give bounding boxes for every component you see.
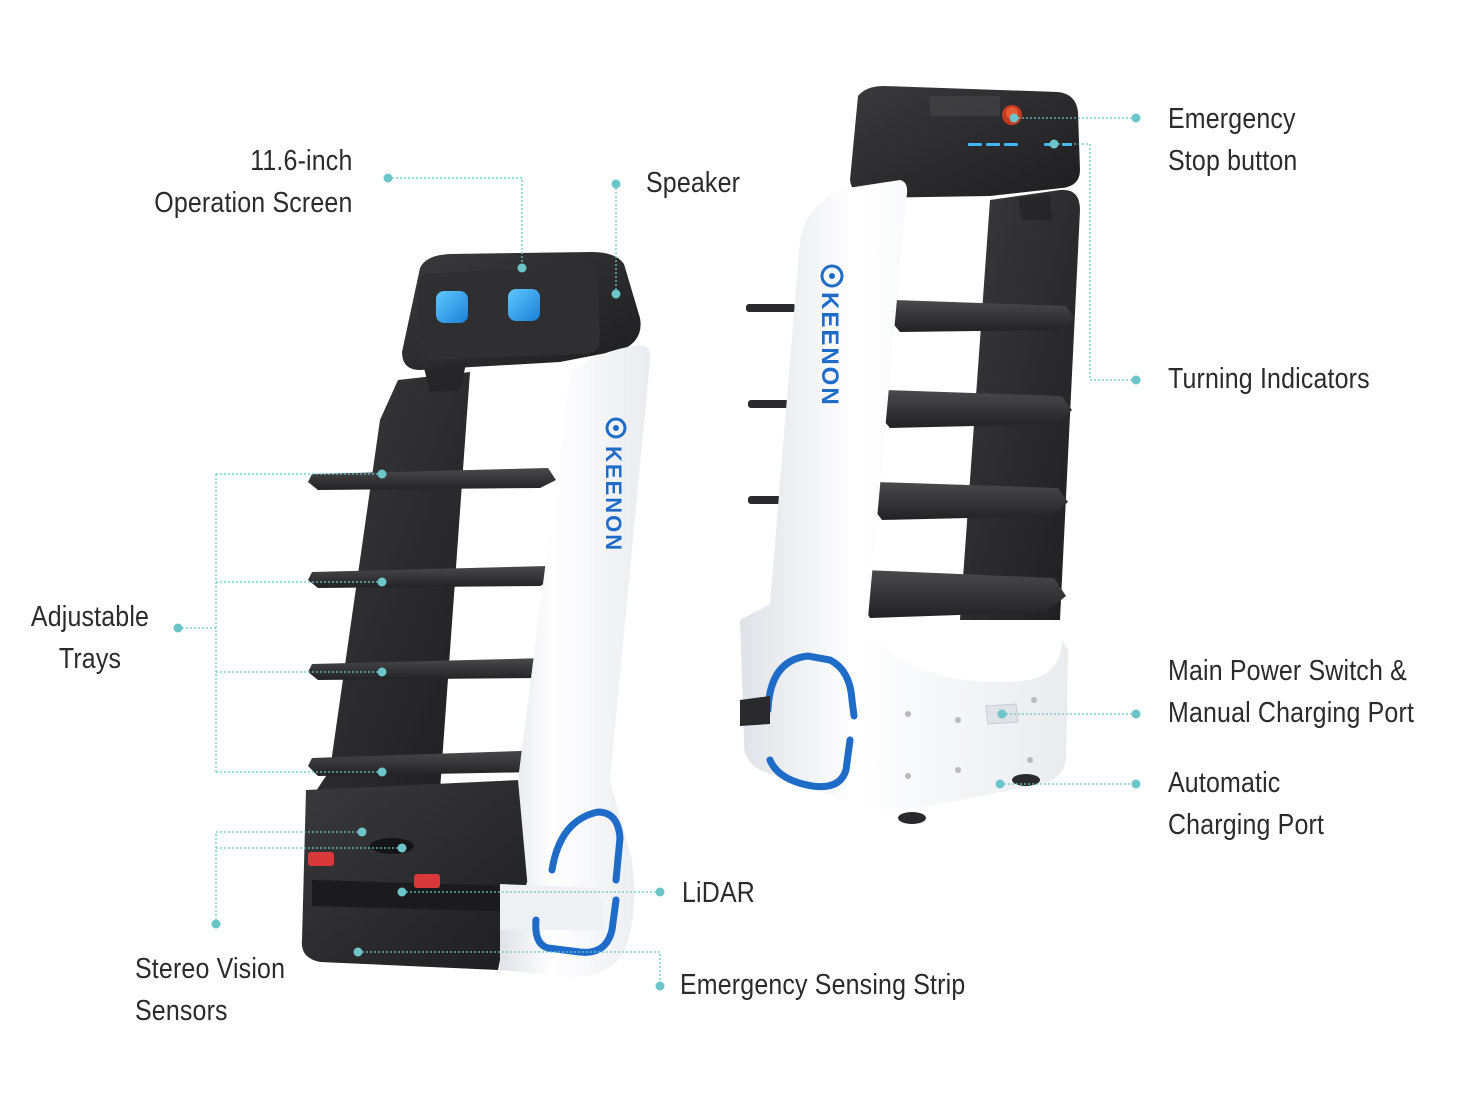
leader-dots: [173, 113, 1141, 991]
label-operation-screen-line2: Operation Screen: [153, 187, 352, 219]
front-robot-white-base: [500, 884, 604, 930]
leader-stereo-vision: [215, 831, 402, 924]
front-brand-text: KEENON: [601, 446, 626, 552]
leader-lines: [178, 117, 1136, 986]
leader-turning-indicators: [1054, 143, 1136, 381]
label-stereo-vision-sensors: Stereo Vision Sensors: [135, 948, 285, 1032]
label-adjustable-trays: Adjustable Trays: [30, 596, 150, 680]
label-stereo-vision-line1: Stereo Vision: [135, 953, 286, 985]
label-adjustable-trays-line1: Adjustable: [30, 601, 150, 633]
label-turning-indicators-line1: Turning Indicators: [1168, 363, 1370, 395]
front-robot: KEENON: [301, 252, 651, 977]
label-automatic-charging-port: Automatic Charging Port: [1168, 762, 1324, 846]
label-automatic-charging-line1: Automatic: [1168, 767, 1281, 799]
back-robot-head: [850, 86, 1080, 198]
label-speaker: Speaker: [646, 162, 740, 204]
label-main-power-switch: Main Power Switch & Manual Charging Port: [1168, 650, 1414, 734]
label-main-power-line1: Main Power Switch &: [1168, 655, 1407, 687]
keenon-logo-icon: [605, 417, 627, 439]
label-emergency-stop-button: Emergency Stop button: [1168, 98, 1297, 182]
leader-emergency-sensing-strip: [358, 951, 661, 986]
label-emergency-stop-line2: Stop button: [1168, 145, 1298, 177]
back-robot: KEENON: [740, 86, 1080, 824]
label-operation-screen-line1: 11.6-inch: [249, 145, 352, 177]
label-emergency-stop-line1: Emergency: [1168, 103, 1296, 135]
leader-operation-screen: [388, 177, 523, 268]
label-main-power-line2: Manual Charging Port: [1168, 697, 1415, 729]
front-sensor-left: [308, 852, 334, 866]
back-brand-text: KEENON: [816, 292, 843, 407]
label-speaker-line1: Speaker: [646, 167, 741, 199]
leader-adjustable-trays: [178, 473, 382, 773]
left-eye-icon: [436, 291, 468, 323]
front-sensor-right: [414, 874, 440, 888]
label-turning-indicators: Turning Indicators: [1168, 358, 1370, 400]
back-blue-light-ring: [764, 652, 858, 791]
back-wheel: [898, 812, 926, 824]
keenon-logo-icon: [820, 264, 844, 288]
front-robot-neck: [424, 364, 466, 392]
stereo-camera: [370, 838, 414, 854]
label-emergency-sensing-strip: Emergency Sensing Strip: [680, 964, 965, 1006]
label-operation-screen: 11.6-inch Operation Screen: [154, 140, 352, 224]
label-automatic-charging-line2: Charging Port: [1168, 809, 1325, 841]
label-emergency-sensing-strip-line1: Emergency Sensing Strip: [680, 969, 966, 1001]
label-stereo-vision-line2: Sensors: [135, 995, 228, 1027]
back-robot-white-body: [740, 180, 1068, 810]
front-keenon-logo: KEENON: [601, 417, 627, 552]
right-eye-icon: [508, 289, 540, 321]
back-robot-trays: [746, 300, 1074, 618]
label-lidar: LiDAR: [682, 872, 755, 914]
back-keenon-logo: KEENON: [816, 264, 844, 407]
label-adjustable-trays-line2: Trays: [58, 643, 122, 675]
label-lidar-line1: LiDAR: [682, 877, 755, 909]
